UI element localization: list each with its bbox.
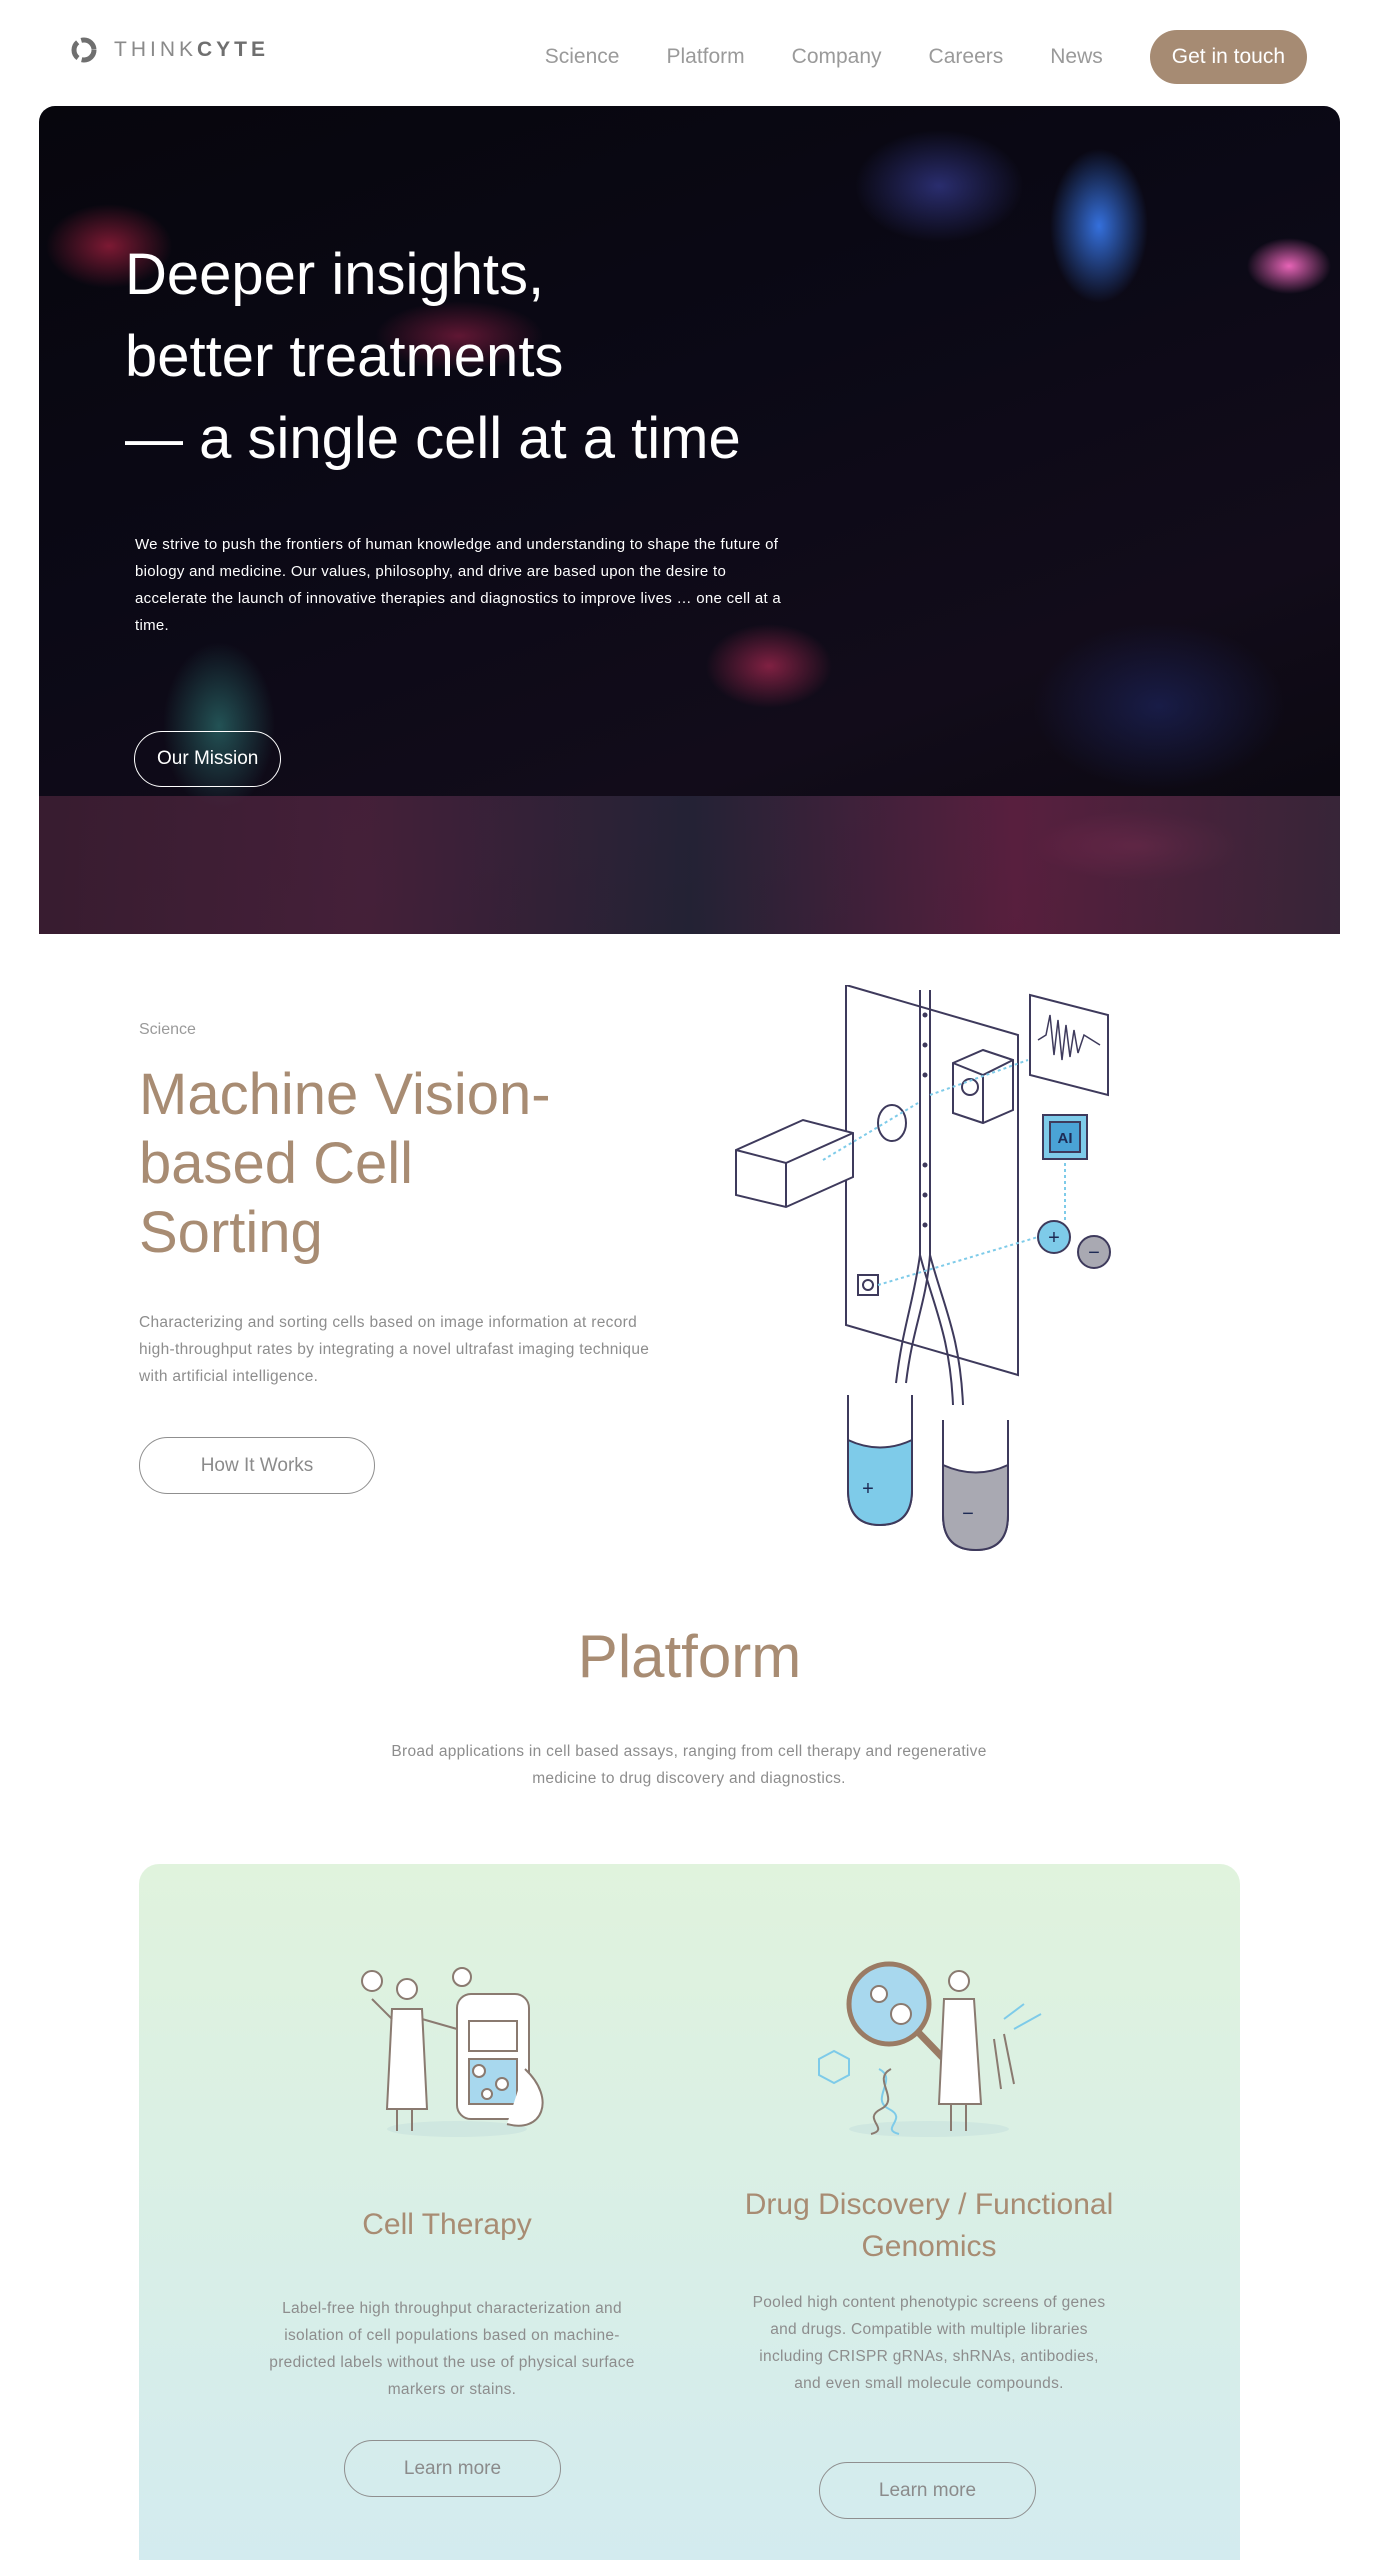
nav-company[interactable]: Company (791, 45, 882, 68)
platform-cards: Cell Therapy Label-free high throughput … (139, 1864, 1240, 2560)
site-header: THINKCYTE Science Platform Company Caree… (0, 0, 1379, 100)
diagram-minus-label: − (1088, 1242, 1100, 1264)
beaker-plus-label: + (862, 1478, 874, 1500)
beaker-minus-label: − (962, 1503, 974, 1525)
hero-section: Deeper insights, better treatments — a s… (39, 106, 1340, 934)
nav-science[interactable]: Science (544, 45, 620, 68)
science-description: Characterizing and sorting cells based o… (139, 1314, 650, 1385)
cell-therapy-illustration-icon (361, 1967, 544, 2137)
platform-title: Platform (577, 1623, 802, 1690)
cell-therapy-description: Label-free high throughput characterizat… (269, 2300, 635, 2398)
diagram-plus-label: + (1048, 1227, 1060, 1249)
drug-discovery-learn-more-button[interactable]: Learn more (819, 2462, 1036, 2519)
diagram-ai-label: AI (1058, 1130, 1073, 1147)
drug-discovery-description: Pooled high content phenotypic screens o… (752, 2294, 1106, 2392)
drug-discovery-illustration-icon (818, 1961, 1042, 2137)
how-it-works-button[interactable]: How It Works (139, 1437, 375, 1494)
nav-platform[interactable]: Platform (666, 45, 745, 68)
main-nav: Science Platform Company Careers News Ge… (545, 30, 1307, 84)
our-mission-button[interactable]: Our Mission (134, 731, 282, 787)
drug-discovery-title: Drug Discovery / Functional Genomics (744, 2188, 1114, 2263)
cell-therapy-title: Cell Therapy (362, 2208, 532, 2241)
logo-text: THINKCYTE (114, 38, 270, 61)
science-tag: Science (139, 1021, 196, 1038)
logo-mark-icon (71, 37, 97, 63)
nav-news[interactable]: News (1050, 45, 1103, 68)
nav-careers[interactable]: Careers (928, 45, 1004, 68)
hero-title: Deeper insights, better treatments — a s… (125, 242, 741, 471)
hero-description: We strive to push the frontiers of human… (135, 536, 782, 634)
logo[interactable]: THINKCYTE (68, 34, 269, 66)
science-title: Machine Vision-based Cell Sorting (139, 1062, 551, 1265)
cell-sorting-diagram: AI + − + − (735, 985, 1111, 1552)
cell-therapy-learn-more-button[interactable]: Learn more (344, 2440, 561, 2497)
get-in-touch-button[interactable]: Get in touch (1149, 30, 1307, 84)
hero-image-band (39, 796, 1340, 934)
platform-subtitle: Broad applications in cell based assays,… (391, 1743, 987, 1787)
